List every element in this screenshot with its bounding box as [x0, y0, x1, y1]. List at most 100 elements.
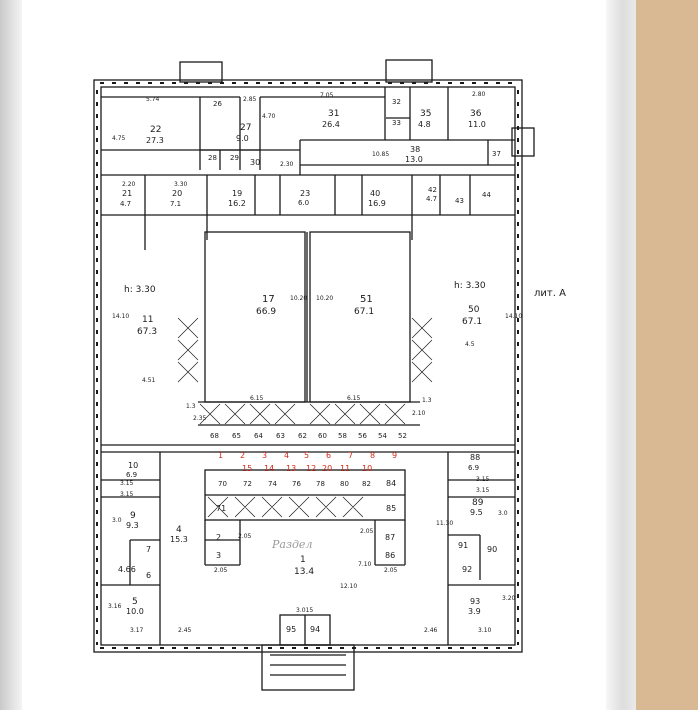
room-36-num: 36	[470, 109, 482, 119]
paper-edge	[606, 0, 636, 710]
room-51-num: 51	[360, 294, 373, 305]
dim-30b: 3.0	[498, 510, 508, 517]
red-num-20: 20	[322, 464, 332, 473]
room-9-num: 9	[130, 511, 136, 521]
walls	[93, 59, 535, 691]
room-40-area: 16.9	[368, 199, 386, 208]
room-37-num: 37	[492, 150, 501, 158]
room-71-num: 71	[216, 504, 226, 513]
outer-wall-inner	[100, 86, 516, 646]
room-51-area: 67.1	[354, 307, 374, 317]
room-89-area: 9.5	[470, 508, 483, 517]
room-87-num: 87	[385, 533, 395, 542]
dim-210: 2.10	[412, 410, 426, 417]
room-44-num: 44	[482, 191, 491, 199]
room-21-num: 21	[122, 189, 132, 198]
dim-710: 7.10	[358, 561, 372, 568]
dim-220: 2.20	[122, 181, 136, 188]
room-93-num: 93	[470, 597, 480, 606]
red-num-5: 5	[304, 451, 309, 460]
room-50-num: 50	[468, 305, 480, 315]
red-num-4: 4	[284, 451, 289, 460]
room-21-area: 4.7	[120, 200, 131, 208]
red-num-14: 14	[264, 464, 274, 473]
scan-shadow	[0, 0, 22, 710]
room-38-num: 38	[410, 145, 420, 154]
room-10-num: 10	[128, 461, 138, 470]
dim-310: 3.10	[478, 627, 492, 634]
dim-315a: 3.15	[120, 480, 134, 487]
red-annotations: 1 2 3 4 5 6 7 8 9 15 14 13 12 20 11 10	[218, 451, 397, 473]
room-3-num: 3	[216, 551, 221, 560]
room-85-num: 85	[386, 504, 396, 513]
height-right: h: 3.30	[454, 281, 486, 291]
red-num-1: 1	[218, 451, 223, 460]
cubicle-64: 64	[254, 432, 263, 440]
dim-1085: 10.85	[372, 151, 389, 158]
room-29-num: 29	[230, 154, 239, 162]
dim-245: 2.45	[178, 627, 192, 634]
dim-285: 2.85	[243, 96, 257, 103]
room-89-num: 89	[472, 498, 484, 508]
room-1-num: 1	[300, 555, 306, 565]
room-35-num: 35	[420, 109, 431, 119]
dim-205c: 2.05	[214, 567, 228, 574]
room-11-num: 11	[142, 315, 153, 325]
red-num-11: 11	[340, 464, 350, 473]
dim-280: 2.80	[472, 91, 486, 98]
room-92-num: 92	[462, 565, 472, 574]
dim-205b: 2.05	[360, 528, 374, 535]
room-1-area: 13.4	[294, 567, 314, 577]
dim-574: 5.74	[146, 96, 160, 103]
dim-705: 7.05	[320, 92, 334, 99]
hall-17	[204, 231, 306, 403]
cardboard-background	[636, 0, 698, 710]
red-num-12: 12	[306, 464, 316, 473]
room-20-area: 7.1	[170, 200, 181, 208]
room-31-num: 31	[328, 109, 339, 119]
dim-1210: 12.10	[340, 583, 357, 590]
cubicle-63: 63	[276, 432, 285, 440]
cubicle-labels: 68 65 64 63 62 60 58 56 54 52 70 72 74 7…	[210, 432, 407, 488]
room-27-area: 9.0	[236, 134, 249, 143]
dim-470: 4.70	[262, 113, 276, 120]
dim-1410: 14.10	[112, 313, 129, 320]
dim-235: 2.35	[193, 415, 207, 422]
top-right-porch	[385, 59, 433, 83]
room-32-num: 32	[392, 98, 401, 106]
room-38-area: 13.0	[405, 155, 423, 164]
room-40-num: 40	[370, 189, 380, 198]
room-50-area: 67.1	[462, 317, 482, 327]
room-20-num: 20	[172, 189, 182, 198]
room-86-num: 86	[385, 551, 395, 560]
cubicle-52: 52	[398, 432, 407, 440]
dim-475: 4.75	[112, 135, 126, 142]
room-7-num: 7	[146, 545, 151, 554]
room-4-area: 15.3	[170, 535, 188, 544]
red-num-7: 7	[348, 451, 353, 460]
cubicle-74: 74	[268, 480, 277, 488]
room-28-num: 28	[208, 154, 217, 162]
dim-30a: 3.0	[112, 517, 122, 524]
room-17-area: 66.9	[256, 307, 276, 317]
wall-ticks	[96, 82, 519, 649]
room-23-area: 6.0	[298, 199, 309, 207]
room-10-area: 6.9	[126, 471, 137, 479]
cubicle-78: 78	[316, 480, 325, 488]
dim-205a: 2.05	[238, 533, 252, 540]
right-porch	[511, 127, 535, 157]
labels: 22 27.3 26 27 9.0 28 29 30 31 26.4 32 33…	[118, 98, 566, 634]
dim-230: 2.30	[280, 161, 294, 168]
room-90-num: 90	[487, 545, 497, 554]
building-letter: лит. А	[534, 288, 566, 299]
room-11-area: 67.3	[137, 327, 157, 337]
dim-451: 4.51	[142, 377, 156, 384]
dim-205d: 2.05	[384, 567, 398, 574]
dim-315c: 3.15	[476, 476, 490, 483]
room-94-num: 94	[310, 625, 320, 634]
room-5-num: 5	[132, 597, 138, 607]
room-27-num: 27	[240, 123, 251, 133]
cubicle-65: 65	[232, 432, 241, 440]
cubicle-54: 54	[378, 432, 387, 440]
